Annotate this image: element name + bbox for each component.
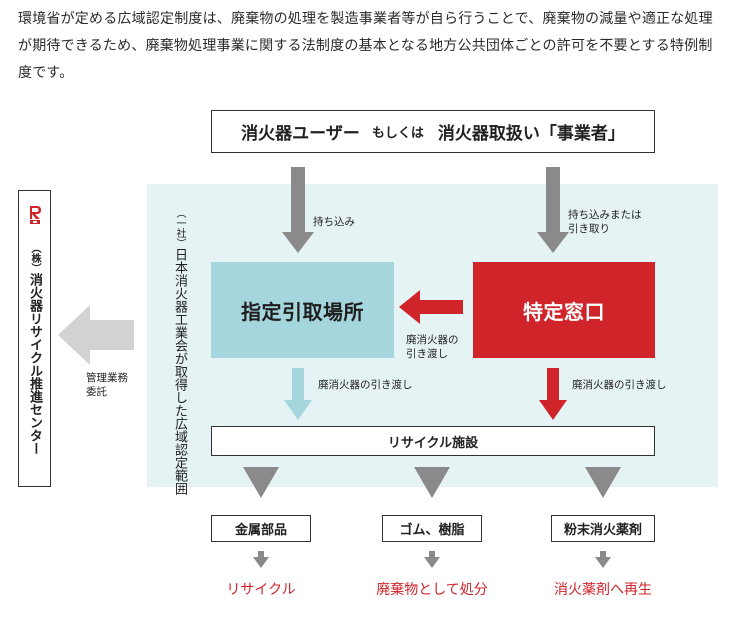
bring-in-or-pickup-label: 持ち込みまたは 引き取り (568, 208, 642, 236)
designated-collection-site: 指定引取場所 (211, 262, 394, 358)
handover-left-label: 廃消火器の引き渡し (318, 379, 413, 391)
arrow-designated-to-recycle (284, 368, 312, 420)
arrow-bring-in (282, 167, 314, 253)
user-or-business-box: 消火器ユーザー もしくは 消火器取扱い「事業者」 (211, 110, 655, 153)
arrow-management-consignment (58, 305, 134, 365)
arrow-to-powder (585, 467, 621, 498)
small-arrow-dispose (424, 551, 440, 568)
output-powder-agent: 粉末消火薬剤 (551, 515, 655, 542)
arrow-special-to-recycle (539, 368, 567, 420)
or-label: もしくは (371, 126, 424, 141)
business-label: 消火器取扱い「事業者」 (437, 124, 625, 144)
recycling-center-prefix: （株） (29, 243, 40, 273)
result-dispose: 廃棄物として処分 (376, 582, 488, 598)
arrow-to-metal (243, 467, 279, 498)
result-recycle: リサイクル (226, 582, 296, 598)
recycling-center-logo-icon (28, 205, 42, 225)
small-arrow-recycle (253, 551, 269, 568)
recycling-center-name: （株）消火器リサイクル推進センター (27, 243, 42, 455)
output-metal-parts: 金属部品 (211, 515, 311, 542)
arrow-to-rubber (414, 467, 450, 498)
intro-paragraph: 環境省が定める広域認定制度は、廃棄物の処理を製造事業者等が自ら行うことで、廃棄物… (18, 11, 713, 81)
special-window: 特定窓口 (473, 262, 655, 358)
bring-in-or-pickup-line-2: 引き取り (568, 223, 610, 235)
small-arrow-regenerate (595, 551, 611, 568)
association-text: 日本消火器工業会が取得した広域認定範囲 (172, 248, 187, 495)
handover-line-1: 廃消火器の (406, 334, 459, 346)
handover-label: 廃消火器の 引き渡し (406, 333, 459, 361)
recycling-center-box: （株）消火器リサイクル推進センター (18, 190, 51, 487)
handover-right-label: 廃消火器の引き渡し (572, 379, 667, 391)
result-regenerate: 消火薬剤へ再生 (554, 582, 652, 598)
recycling-facility: リサイクル施設 (211, 426, 655, 456)
arrow-bring-in-or-pickup (537, 167, 569, 253)
bring-in-label: 持ち込み (313, 216, 355, 228)
arrow-handover-red (399, 290, 463, 324)
management-line-1: 管理業務 (86, 372, 128, 384)
handover-line-2: 引き渡し (406, 348, 448, 360)
management-consignment-label: 管理業務 委託 (86, 371, 128, 399)
output-rubber-resin: ゴム、樹脂 (382, 515, 482, 542)
association-scope-label: （一社）日本消火器工業会が取得した広域認定範囲 (160, 208, 187, 495)
association-prefix: （一社） (174, 208, 185, 248)
management-line-2: 委託 (86, 386, 107, 398)
user-label: 消火器ユーザー (241, 124, 360, 144)
recycling-center-text: 消火器リサイクル推進センター (27, 273, 42, 455)
bring-in-or-pickup-line-1: 持ち込みまたは (568, 209, 642, 221)
